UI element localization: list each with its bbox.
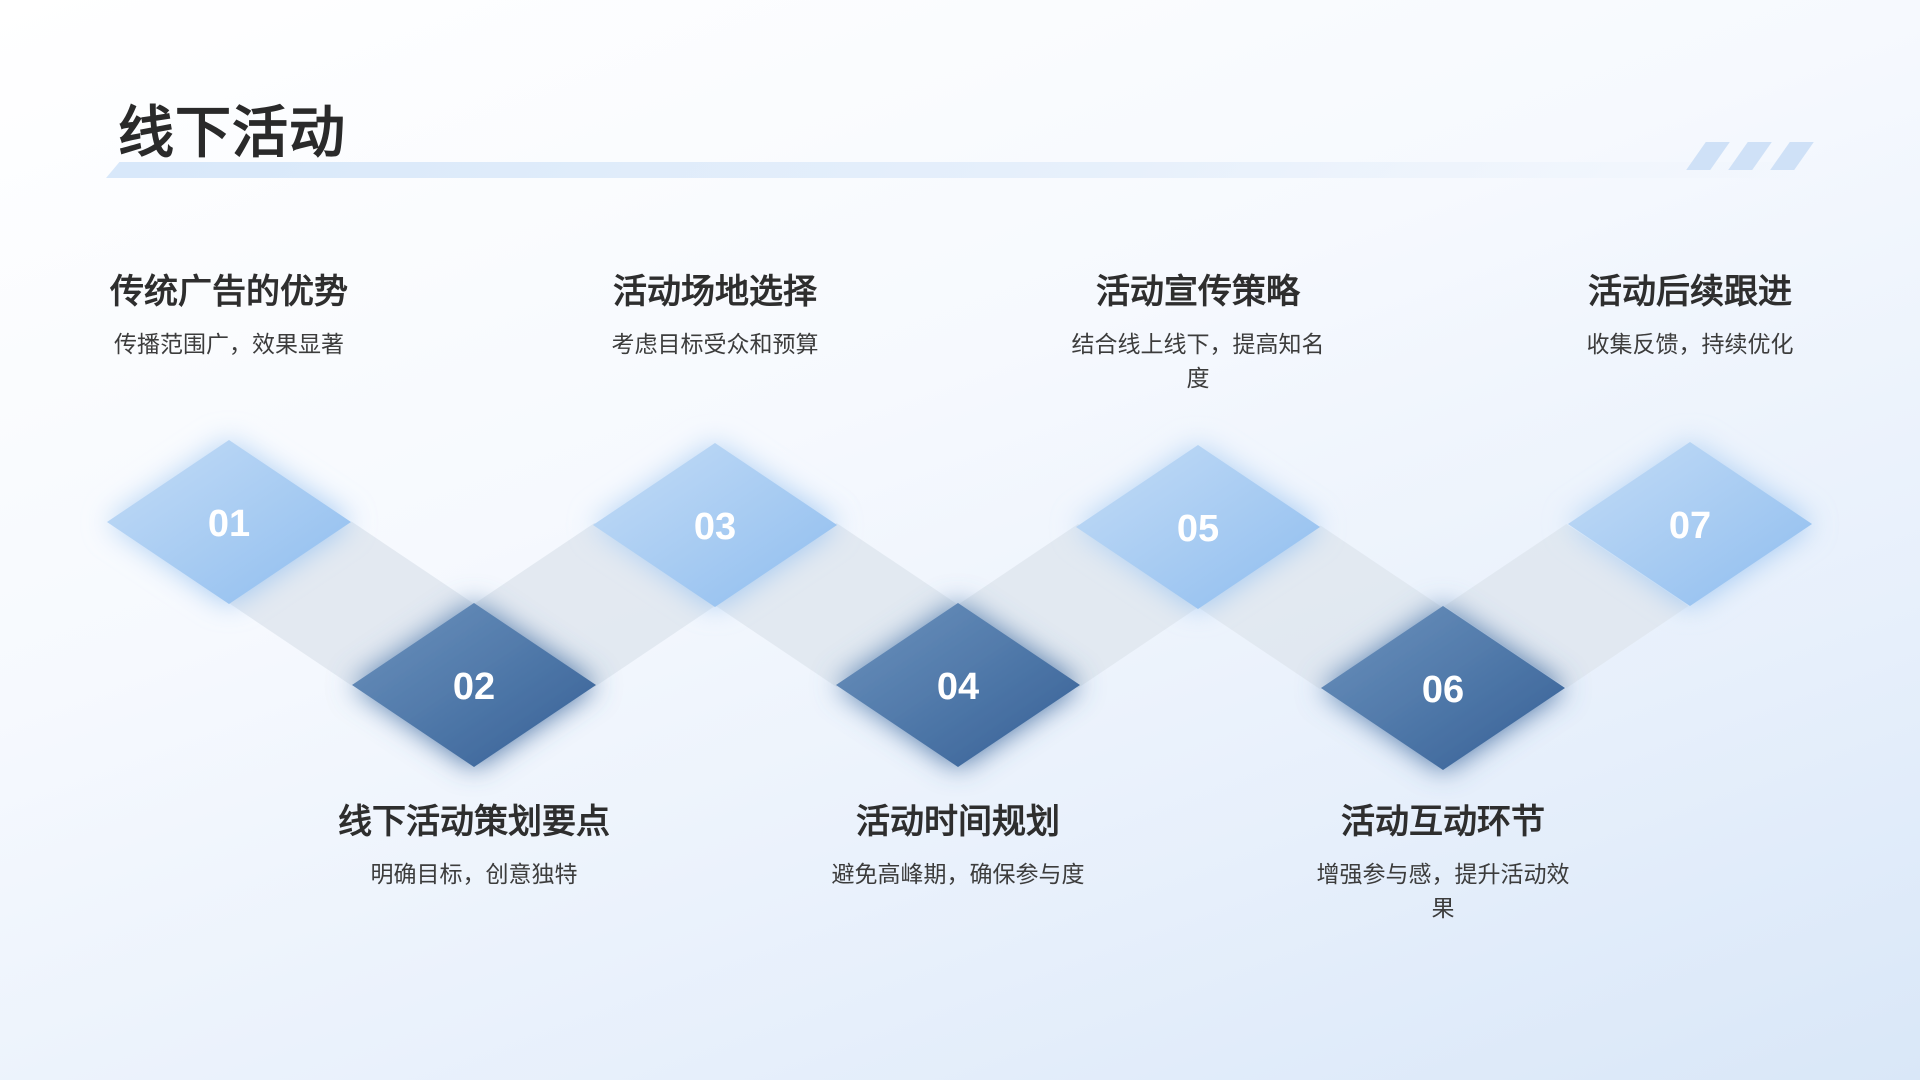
- step-diamond-03: 03: [593, 443, 837, 607]
- diamond-shape: [1076, 445, 1320, 609]
- step-description: 明确目标，创意独特: [370, 862, 578, 888]
- step-number: 04: [937, 666, 979, 708]
- step-description: 传播范围广，效果显著: [114, 332, 344, 358]
- step-text-06: 活动互动环节增强参与感，提升活动效果: [1293, 800, 1593, 926]
- step-description: 考虑目标受众和预算: [611, 332, 819, 358]
- diamond-shape: [593, 443, 837, 607]
- step-number: 05: [1177, 508, 1219, 550]
- step-title: 活动时间规划: [856, 802, 1060, 842]
- diamond-shape: [352, 603, 596, 767]
- step-diamond-01: 01: [107, 440, 351, 604]
- step-description: 避免高峰期，确保参与度: [831, 862, 1085, 888]
- page-title: 线下活动: [118, 101, 346, 166]
- diamond-group: 01 02 03 04 05 06 07: [107, 440, 1812, 770]
- step-diamond-07: 07: [1568, 442, 1812, 606]
- step-diamond-06: 06: [1321, 606, 1565, 770]
- diamond-shape: [1568, 442, 1812, 606]
- step-text-05: 活动宣传策略结合线上线下，提高知名度: [1048, 270, 1348, 396]
- step-description: 收集反馈，持续优化: [1586, 332, 1794, 358]
- diamond-shape: [107, 440, 351, 604]
- step-number: 03: [694, 506, 736, 548]
- step-text-04: 活动时间规划避免高峰期，确保参与度: [808, 800, 1108, 892]
- step-description: 增强参与感，提升活动效果: [1316, 862, 1570, 922]
- step-text-01: 传统广告的优势传播范围广，效果显著: [79, 270, 379, 362]
- diamond-shape: [1321, 606, 1565, 770]
- step-description: 结合线上线下，提高知名度: [1071, 332, 1325, 392]
- step-diamond-02: 02: [352, 603, 596, 767]
- step-text-02: 线下活动策划要点明确目标，创意独特: [324, 800, 624, 892]
- connector-band: [1444, 524, 1689, 688]
- step-title: 传统广告的优势: [110, 272, 348, 312]
- step-number: 02: [453, 666, 495, 708]
- step-number: 01: [208, 503, 250, 545]
- step-title: 活动场地选择: [613, 272, 817, 312]
- diamond-shape: [836, 603, 1080, 767]
- step-title: 活动宣传策略: [1096, 272, 1300, 312]
- step-number: 07: [1669, 505, 1711, 547]
- step-diamond-05: 05: [1076, 445, 1320, 609]
- step-text-07: 活动后续跟进收集反馈，持续优化: [1540, 270, 1840, 362]
- step-diamond-04: 04: [836, 603, 1080, 767]
- step-title: 活动后续跟进: [1588, 272, 1792, 312]
- step-number: 06: [1422, 669, 1464, 711]
- step-text-03: 活动场地选择考虑目标受众和预算: [565, 270, 865, 362]
- step-title: 线下活动策划要点: [338, 802, 610, 842]
- step-title: 活动互动环节: [1341, 802, 1545, 842]
